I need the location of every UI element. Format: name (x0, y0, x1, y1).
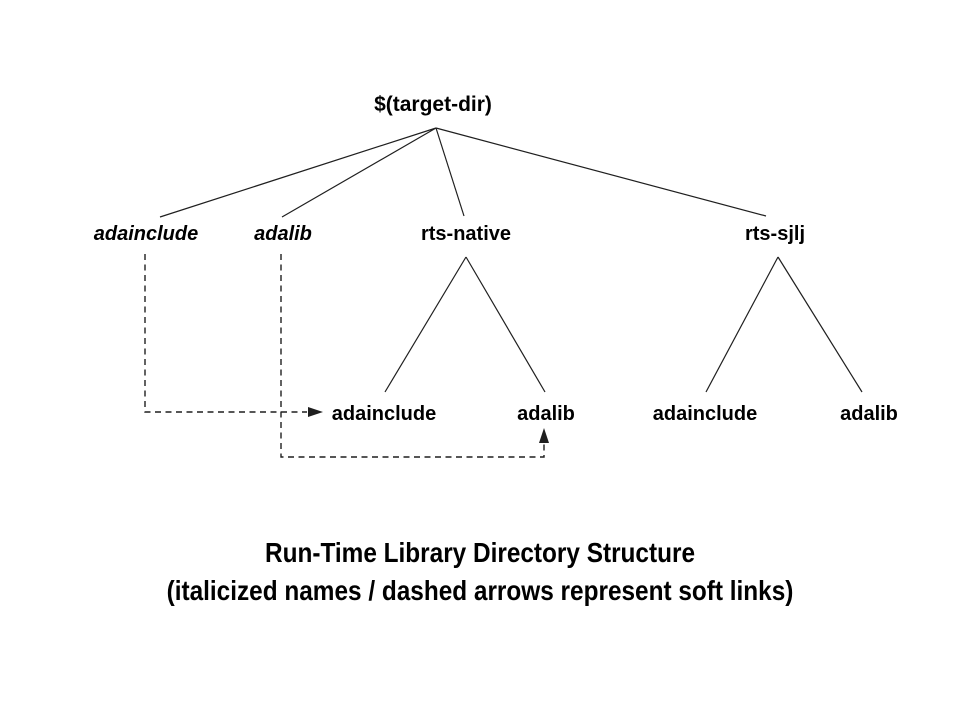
node-adalib-softlink: adalib (254, 223, 312, 245)
node-target-dir: $(target-dir) (374, 93, 492, 116)
tree-edge-root-adalib (281, 127, 437, 218)
caption-title: Run-Time Library Directory Structure (264, 537, 695, 568)
diagram-caption: Run-Time Library Directory Structure (it… (62, 534, 897, 610)
caption-subtitle: (italicized names / dashed arrows repres… (166, 575, 794, 606)
node-rts-sjlj-adainclude: adainclude (652, 403, 758, 425)
soft-link-arrowhead-up-icon (539, 428, 549, 443)
soft-link-dashed-path-adalib (280, 254, 545, 458)
tree-edge-rtssjlj-adalib (777, 256, 863, 393)
tree-edge-root-adainclude (159, 127, 437, 218)
node-rts-native-adainclude: adainclude (331, 403, 437, 425)
node-adainclude-softlink: adainclude (93, 223, 199, 245)
tree-edge-root-rts-native (435, 127, 465, 217)
soft-link-arrowhead-right-icon (308, 407, 323, 417)
node-rts-sjlj-adalib: adalib (840, 403, 898, 425)
node-rts-sjlj: rts-sjlj (744, 223, 806, 245)
tree-edge-rtssjlj-adainclude (705, 256, 779, 393)
tree-edge-rtsnative-adalib (465, 256, 546, 393)
node-rts-native-adalib: adalib (517, 403, 575, 425)
tree-edge-rtsnative-adainclude (384, 256, 467, 393)
soft-link-dashed-path-adainclude (144, 254, 307, 413)
node-rts-native: rts-native (420, 223, 512, 245)
tree-edge-root-rts-sjlj (435, 127, 767, 217)
